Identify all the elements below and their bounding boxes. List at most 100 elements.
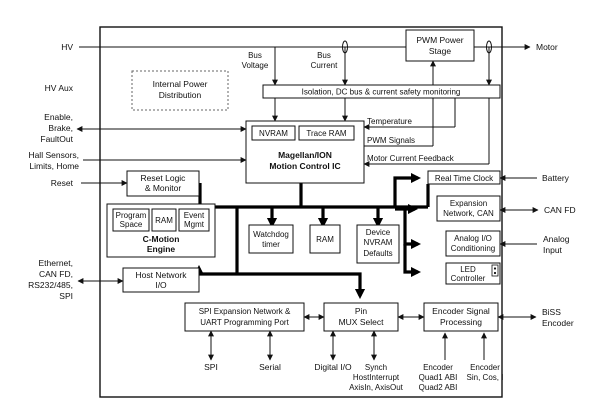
ram-label: RAM [155,216,173,225]
trace-ram-box [298,125,355,141]
spi-expansion-label-1: SPI Expansion Network & [199,307,291,316]
encoder-sin-label-2: Sin, Cos, I [467,373,504,382]
watchdog-box [248,224,294,254]
hv-aux-label: HV Aux [45,83,74,93]
encoder-processing-box [423,302,499,332]
analog-io-label-1: Analog I/O [454,234,492,243]
magellan-label-2: Motion Control IC [269,161,340,171]
device-nvram-label-1: Device [366,228,391,237]
trace-ram-label: Trace RAM [306,129,346,138]
hall-label-2: Limits, Home [29,161,79,171]
pin-mux-box [323,302,399,332]
bus-current-label-2: Current [311,61,338,70]
program-space-label-2: Space [120,220,143,229]
reset-logic-label-1: Reset Logic [141,173,187,183]
device-nvram-label-2: NVRAM [364,238,393,247]
encoder-processing-label-1: Encoder Signal [432,306,490,316]
synch-label-3: AxisIn, AxisOut [349,383,404,392]
rtc-label: Real Time Clock [435,174,494,183]
biss-label-1: BiSS [542,307,561,317]
encoder-processing-label-2: Processing [440,317,482,327]
event-mgmt-label-2: Mgmt [184,220,205,229]
magellan-label-1: Magellan/ION [278,150,332,160]
internal-power-label-1: Internal Power [153,79,208,89]
encoder-abi-label-2: Quad1 ABI [419,373,458,382]
bus-voltage-label-2: Voltage [242,61,269,70]
host-label-4: SPI [59,291,73,301]
ram-box [151,208,177,232]
ram2-label: RAM [316,235,334,244]
enable-label-2: Brake, [48,123,73,133]
motor-current-feedback-label: Motor Current Feedback [367,154,455,163]
serial-bottom-label: Serial [259,362,281,372]
isolation-box [262,84,501,99]
host-network-label-2: I/O [155,280,167,290]
analog-io-box [445,230,501,257]
ram2-box [309,224,341,254]
led-dot-bottom [493,271,497,275]
biss-label-2: Encoder [542,318,574,328]
nvram-box [251,125,296,141]
enable-label-1: Enable, [44,112,73,122]
program-space-box [112,208,150,232]
analog-input-label-1: Analog [543,234,570,244]
reset-logic-box [126,170,200,197]
expansion-label-1: Expansion [450,199,487,208]
host-network-box [122,267,200,293]
digital-io-bottom-label: Digital I/O [314,362,352,372]
host-label-1: Ethernet, [39,258,74,268]
encoder-abi-label-1: Encoder [423,363,453,372]
event-mgmt-box [178,208,210,232]
isolation-label: Isolation, DC bus & current safety monit… [302,88,461,97]
pwm-stage-label-2: Stage [429,46,451,56]
synch-label-1: Synch [365,363,387,372]
bus-current-label-1: Bus [317,51,331,60]
hv-label: HV [61,42,73,52]
hall-label-1: Hall Sensors, [28,150,79,160]
watchdog-label-2: timer [262,240,280,249]
led-dot-top [493,267,497,270]
host-network-label-1: Host Network [135,270,187,280]
motor-label: Motor [536,42,558,52]
temperature-label: Temperature [367,117,412,126]
led-label-1: LED [460,265,476,274]
synch-label-2: HostInterrupt [353,373,400,382]
pwm-signals-label: PWM Signals [367,136,415,145]
spi-expansion-label-2: UART Programming Port [200,318,289,327]
event-mgmt-label-1: Event [184,211,205,220]
analog-io-label-2: Conditioning [451,244,495,253]
nvram-label: NVRAM [259,129,288,138]
pwm-power-stage-box [405,29,475,62]
encoder-abi-label-3: Quad2 ABI [419,383,458,392]
reset-label: Reset [51,178,74,188]
spi-bottom-label: SPI [204,362,218,372]
reset-logic-label-2: & Monitor [145,183,182,193]
battery-label: Battery [542,173,570,183]
led-label-2: Controller [451,274,486,283]
rtc-box [427,170,501,185]
pwm-stage-label-1: PWM Power [416,35,463,45]
encoder-sin-label-1: Encoder [470,363,500,372]
cmotion-label-2: Engine [147,244,176,254]
pin-mux-label-2: MUX Select [339,317,385,327]
spi-expansion-box [184,302,305,332]
led-controller-box [445,262,501,285]
led-indicator [491,264,499,277]
host-label-3: RS232/485, [28,280,73,290]
program-space-label-1: Program [116,211,147,220]
expansion-label-2: Network, CAN [443,209,494,218]
bus-voltage-label-1: Bus [248,51,262,60]
pin-mux-label-1: Pin [355,306,368,316]
host-label-2: CAN FD, [39,269,73,279]
can-fd-label: CAN FD [544,205,576,215]
expansion-box [436,195,501,222]
internal-power-label-2: Distribution [159,90,202,100]
device-nvram-label-3: Defaults [363,249,392,258]
watchdog-label-1: Watchdog [253,230,289,239]
internal-power-box [131,70,229,111]
analog-input-label-2: Input [543,245,563,255]
enable-label-3: FaultOut [40,134,73,144]
cmotion-label-1: C-Motion [143,234,180,244]
device-nvram-box [356,224,400,264]
